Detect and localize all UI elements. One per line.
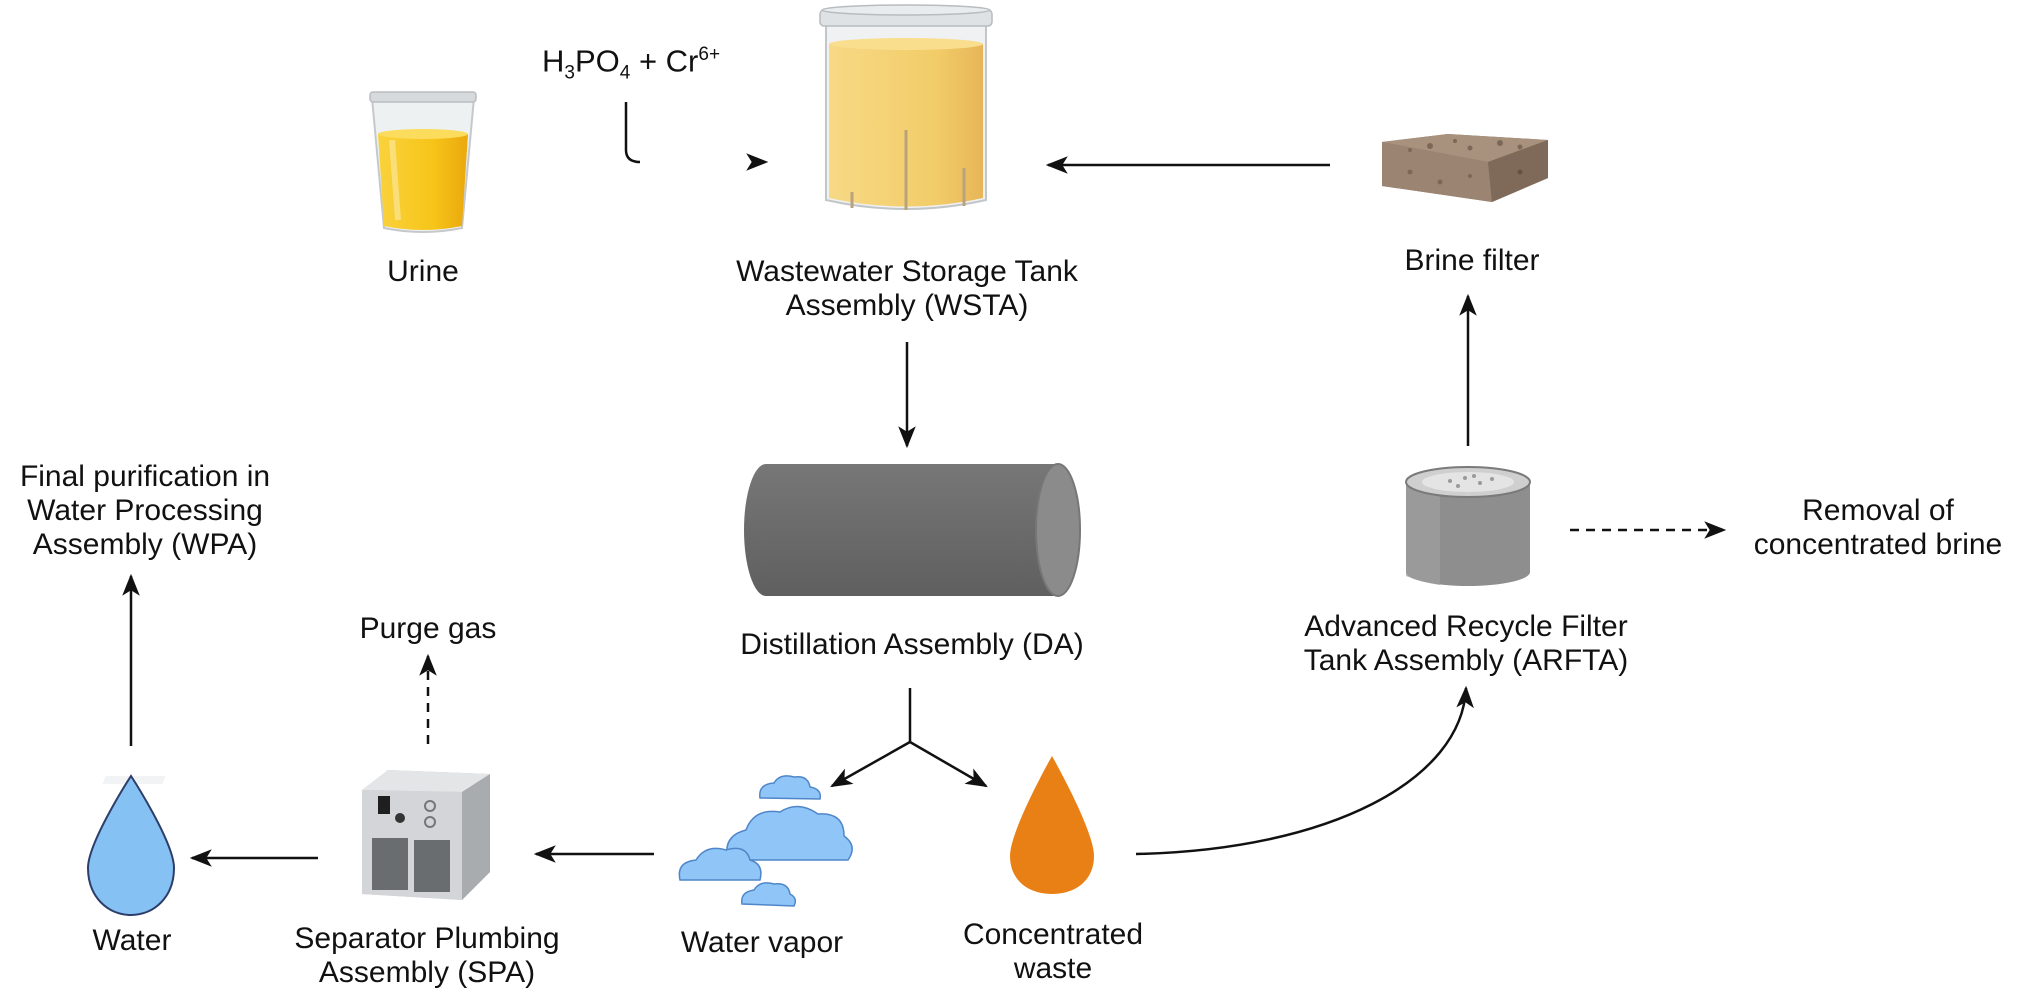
purge-gas-label: Purge gas [359,612,497,645]
distillation-assembly-icon [744,463,1081,597]
arfta-cartridge-icon [1405,466,1531,586]
separator-plumbing-icon [102,770,490,900]
concentrated-waste-label: Concentrated waste [962,918,1144,985]
distillation-assembly-label: Distillation Assembly (DA) [740,628,1084,661]
brine-filter-icon [1382,134,1548,202]
water-drop-icon [86,774,176,917]
brine-filter-label: Brine filter [1404,244,1540,277]
water-vapor-icon [678,775,853,907]
arrow-urine-to-wsta [515,102,769,171]
concentrated-waste-drop-icon [1010,756,1094,894]
removal-label: Removal of concentrated brine [1753,494,2003,561]
wpa-label: Final purification in Water Processing A… [19,460,271,561]
arfta-label: Advanced Recycle Filter Tank Assembly (A… [1303,610,1629,677]
arrow-da-split [830,688,988,788]
urine-cup-icon [369,91,477,233]
urine-label: Urine [387,255,459,288]
spa-label: Separator Plumbing Assembly (SPA) [294,922,560,989]
arrow-waste-to-arfta [1135,685,1474,856]
chemical-formula-label: H3PO4 + Cr6+ [542,43,721,84]
water-label: Water [92,924,172,957]
water-vapor-label: Water vapor [680,926,844,959]
wsta-label: Wastewater Storage Tank Assembly (WSTA) [736,255,1078,322]
wastewater-tank-icon [819,4,993,210]
